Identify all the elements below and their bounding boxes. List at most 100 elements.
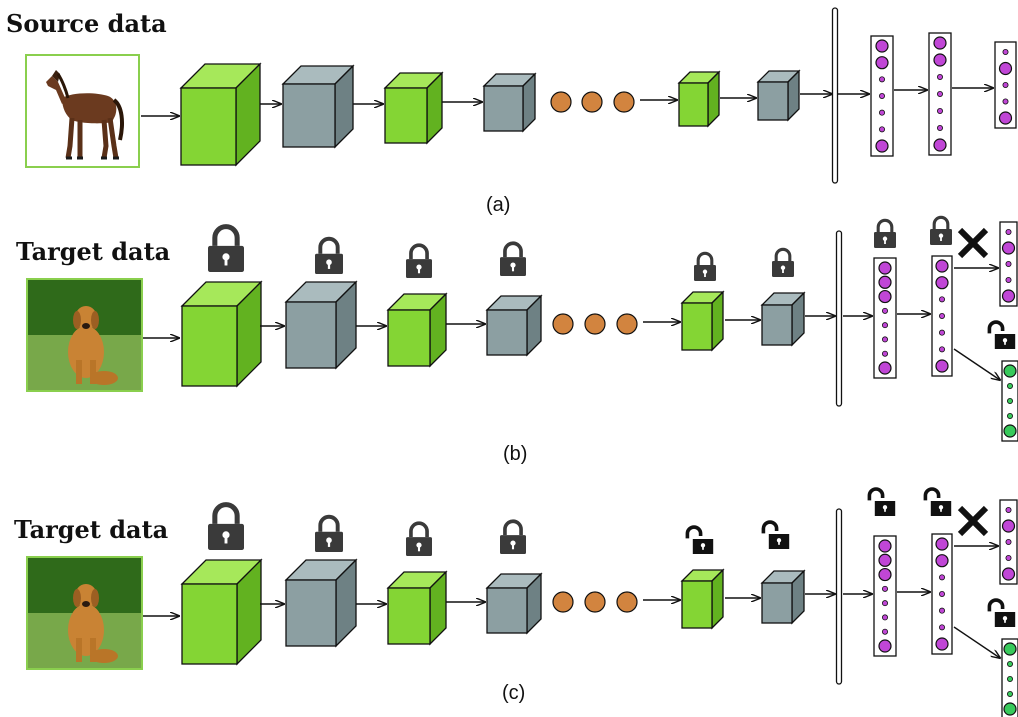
row-c-fc1-lock-open-icon: [867, 487, 896, 516]
row-b-conv4-lock-closed-icon: [500, 241, 526, 276]
dog-figure: [68, 584, 118, 663]
fc-node: [879, 93, 886, 100]
row-b-new-output-layer: [1001, 360, 1018, 442]
row-b-title: Target data: [16, 237, 170, 266]
conv-block-2: [281, 64, 355, 149]
row-c-conv-block-6: [760, 569, 806, 625]
row-c-conv-block-4: [485, 572, 543, 635]
fc-node: [939, 591, 946, 598]
x-mark-icon: [957, 227, 989, 259]
fc-node: [939, 607, 946, 614]
fc-node: [1003, 364, 1017, 378]
row-c-conv5-lock-open-icon: [685, 525, 714, 554]
fc-node: [1005, 260, 1012, 267]
fc-node: [882, 350, 889, 357]
fc-node: [875, 139, 889, 153]
conv-block-3: [383, 71, 444, 145]
row-b-ellipsis-dot-2: [584, 313, 606, 335]
dog-photo-row-c: [26, 556, 143, 670]
row-b-conv-block-5: [680, 290, 725, 352]
fc-node: [933, 53, 947, 67]
row-c-conv4-lock-closed-icon: [500, 519, 526, 554]
fc-node: [878, 261, 892, 275]
fc-node: [1005, 228, 1012, 235]
row-c-title: Target data: [14, 515, 168, 544]
fc-node: [937, 74, 944, 81]
fc-node: [1005, 276, 1012, 283]
fc-node: [998, 61, 1013, 76]
row-b-ellipsis-dot-3: [616, 313, 638, 335]
fc-node: [939, 574, 946, 581]
row-c-conv3-lock-closed-icon: [406, 521, 432, 556]
fc-node: [878, 275, 892, 289]
row-c-fc-layer-1: [873, 535, 897, 657]
row-c-conv-block-5: [680, 568, 725, 630]
row-c-fc-layer-2: [931, 533, 953, 655]
fc-node: [882, 628, 889, 635]
fc-node: [1003, 702, 1017, 716]
fc-node: [882, 600, 889, 607]
fc-node: [1002, 49, 1009, 56]
fc-node: [937, 125, 944, 132]
fc-node: [879, 76, 886, 83]
row-b-conv6-lock-closed-icon: [772, 247, 794, 277]
fc-node: [935, 537, 949, 551]
fc-node: [935, 359, 949, 373]
fc-node: [1007, 676, 1014, 683]
row-b-fc-layer-1: [873, 257, 897, 379]
fc-node: [878, 553, 892, 567]
row-b-conv-block-1: [180, 280, 263, 388]
fc-node: [1003, 642, 1017, 656]
fc-node: [1001, 241, 1016, 255]
fc-node: [1007, 382, 1014, 389]
row-b-conv2-lock-closed-icon: [315, 236, 343, 274]
row-c-new-output-layer: [1001, 638, 1018, 717]
dog-photo-row-b: [26, 278, 143, 392]
row-b-fc1-lock-closed-icon: [874, 218, 896, 248]
row-b-conv-block-6: [760, 291, 806, 347]
row-b-conv3-lock-closed-icon: [406, 243, 432, 278]
ellipsis-dot-1: [550, 91, 572, 113]
row-b-conv-block-3: [386, 292, 448, 368]
fc-node: [939, 329, 946, 336]
row-c-removed-output-layer: [999, 499, 1018, 585]
row-b-ellipsis-dot-1: [552, 313, 574, 335]
row-b-arrow-to-new-head: [953, 348, 1000, 380]
fc-node: [878, 639, 892, 653]
fc-node: [939, 312, 946, 319]
panel-label-a: (a): [486, 194, 510, 216]
fc-node: [935, 259, 949, 273]
fc-node: [1001, 519, 1016, 533]
fc-node: [1002, 98, 1009, 105]
fc-node: [1007, 661, 1014, 668]
panel-label-b: (b): [503, 443, 527, 465]
row-c-new-head-lock-open-icon: [987, 598, 1016, 627]
fc-node: [882, 585, 889, 592]
fc-layer-2: [928, 32, 952, 156]
row-c-conv2-lock-closed-icon: [315, 514, 343, 552]
x-mark-icon: [957, 505, 989, 537]
row-b-removed-output-layer: [999, 221, 1018, 307]
row-c-conv1-lock-closed-icon: [208, 502, 244, 550]
feature-separator-bar: [831, 7, 839, 184]
ellipsis-dot-3: [613, 91, 635, 113]
feature-separator-bar: [835, 230, 843, 407]
fc-node: [939, 346, 946, 353]
row-b-conv1-lock-closed-icon: [208, 224, 244, 272]
row-c-ellipsis-dot-2: [584, 591, 606, 613]
conv-block-4: [482, 72, 537, 133]
dog-figure: [68, 306, 118, 385]
row-b-fc-layer-2: [931, 255, 953, 377]
fc-node: [875, 56, 889, 70]
ellipsis-dot-2: [581, 91, 603, 113]
row-b-conv5-lock-closed-icon: [694, 251, 716, 281]
fc-node: [935, 637, 949, 651]
fc-node: [1007, 412, 1014, 419]
fc-node: [882, 336, 889, 343]
fc-node: [882, 307, 889, 314]
row-c-conv6-lock-open-icon: [761, 520, 790, 549]
fc-node: [878, 361, 892, 375]
fc-node: [882, 614, 889, 621]
output-layer: [994, 41, 1017, 129]
